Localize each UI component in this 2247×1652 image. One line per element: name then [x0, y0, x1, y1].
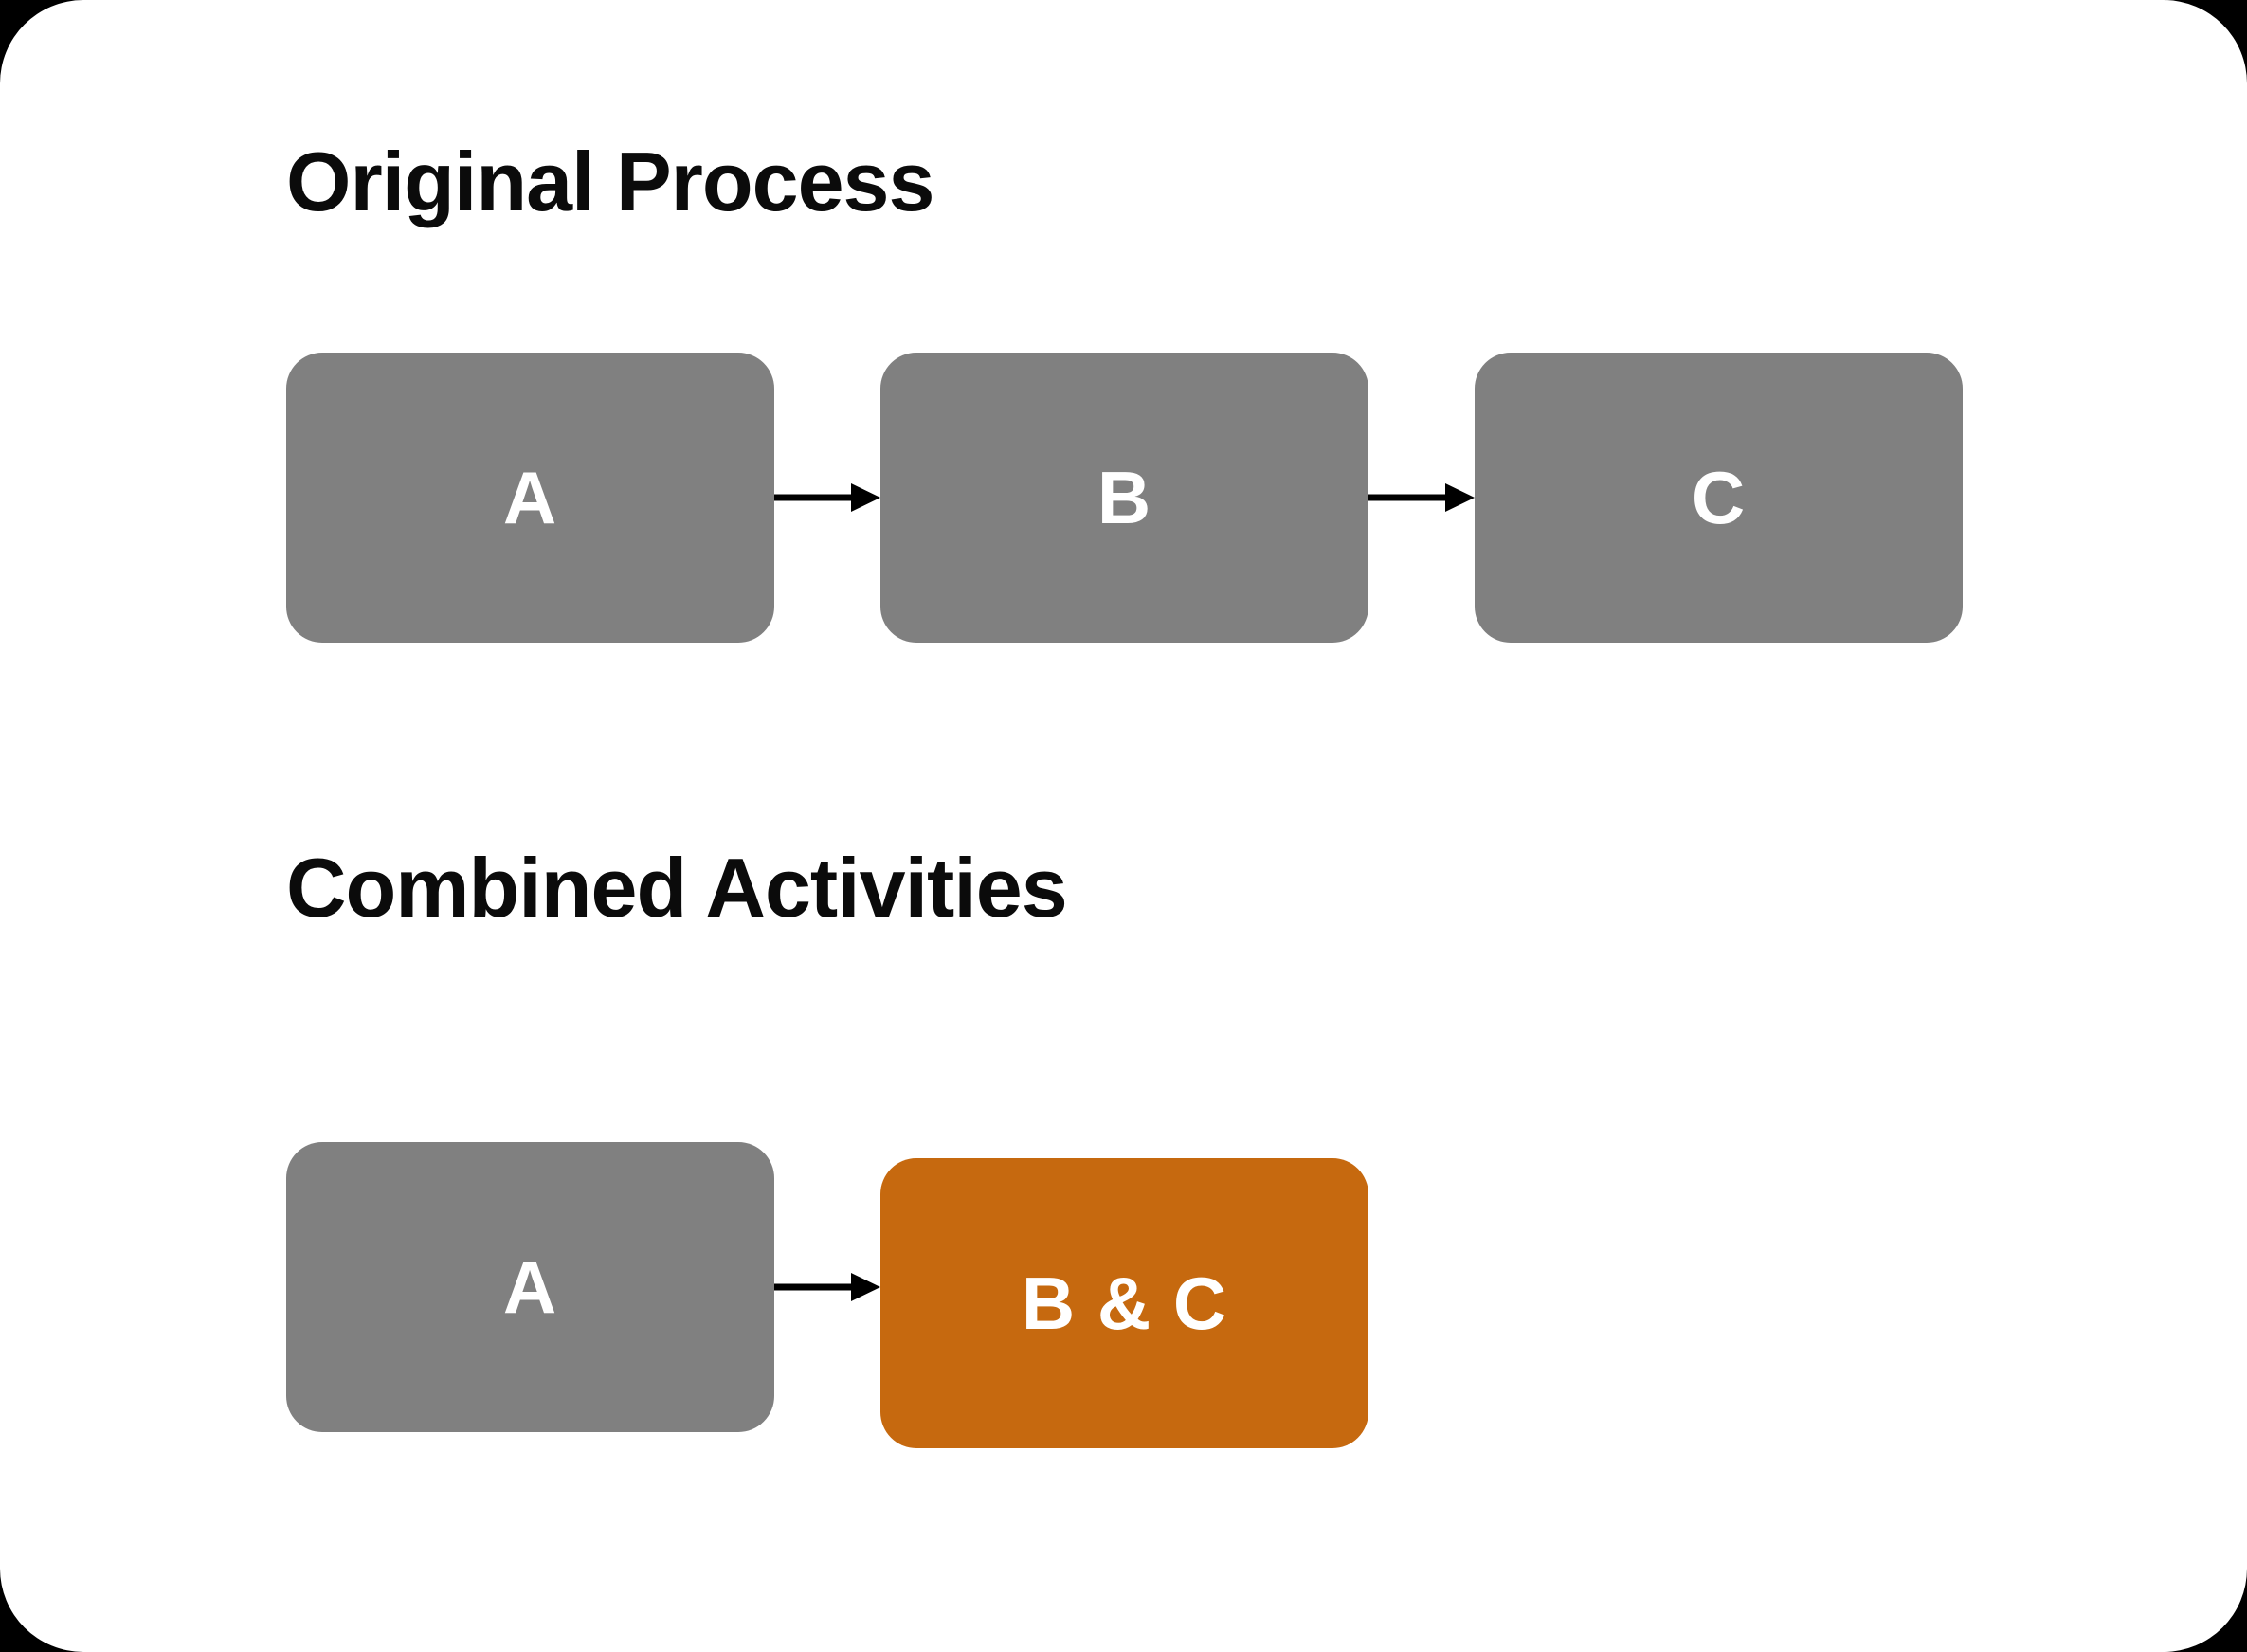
node-b-original-label: B: [1096, 456, 1152, 539]
arrow-a-to-bc-icon: [774, 1273, 880, 1301]
arrow-b-to-c-icon: [1368, 483, 1475, 512]
node-a-combined: A: [286, 1142, 774, 1432]
node-b-and-c-combined-label: B & C: [1021, 1262, 1228, 1345]
section-title-original-process: Original Process: [286, 135, 934, 228]
node-a-original: A: [286, 353, 774, 643]
node-c-original: C: [1475, 353, 1963, 643]
arrow-a-to-b-icon: [774, 483, 880, 512]
node-b-and-c-combined: B & C: [880, 1158, 1368, 1448]
section-title-combined-activities: Combined Activities: [286, 841, 1068, 935]
node-c-original-label: C: [1691, 456, 1747, 539]
node-a-original-label: A: [502, 456, 558, 539]
node-a-combined-label: A: [502, 1245, 558, 1329]
node-b-original: B: [880, 353, 1368, 643]
